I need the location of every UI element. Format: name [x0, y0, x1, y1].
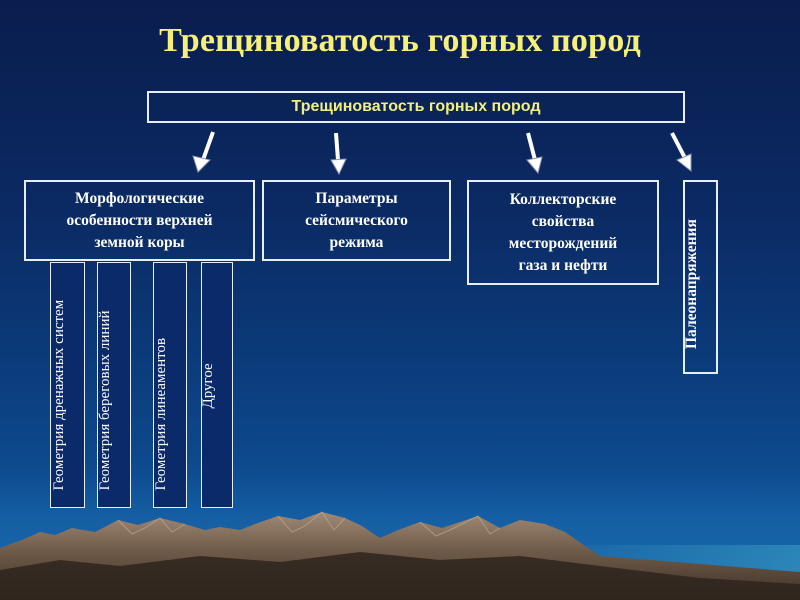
subcategory-box-drainage: Геометрия дренажных систем [50, 262, 85, 508]
subcategory-box-other: Другое [200, 262, 233, 508]
slide-title: Трещиноватость горных пород [159, 22, 641, 59]
category-label: Коллекторские свойства месторождений газ… [508, 190, 618, 274]
category-label: Морфологические особенности верхней земн… [66, 189, 213, 251]
category-label: Параметры сейсмического режима [305, 189, 408, 251]
category-box-morphology: Морфологические особенности верхней земн… [24, 180, 255, 261]
category-box-seismic: Параметры сейсмического режима [262, 180, 451, 261]
root-node: Трещиноватость горных пород [147, 91, 685, 123]
subcategory-box-lineaments: Геометрия линеаментов [153, 262, 187, 508]
category-box-reservoir: Коллекторские свойства месторождений газ… [467, 180, 659, 285]
category-box-paleostress: Палеонапряжения [683, 180, 718, 374]
root-node-label: Трещиноватость горных пород [291, 98, 541, 115]
subcategory-box-coastlines: Геометрия береговых линий [97, 262, 131, 508]
